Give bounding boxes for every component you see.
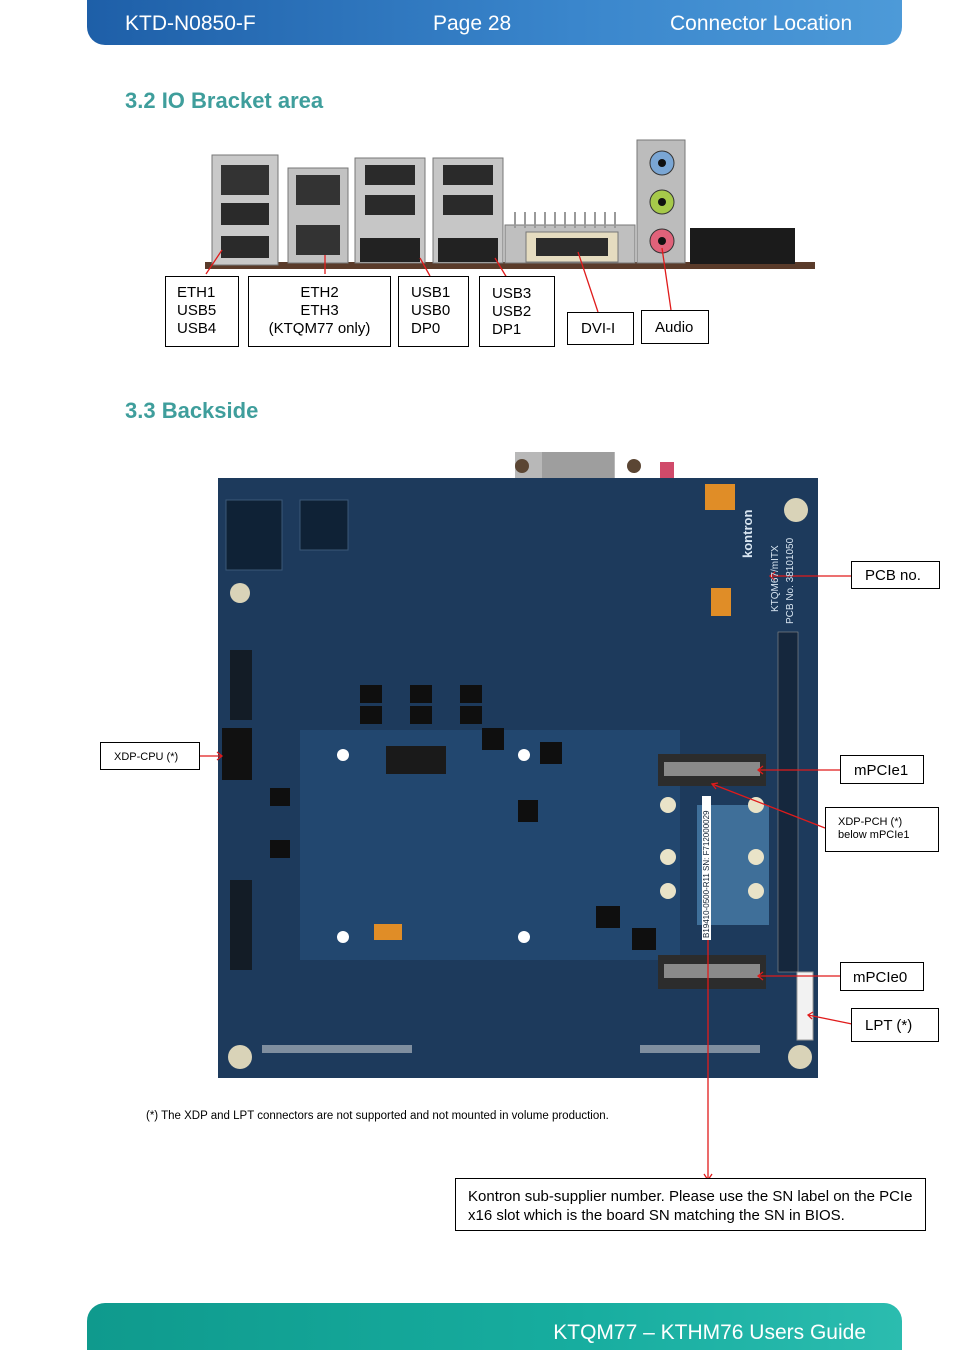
board-model: KTQM67/mITX bbox=[770, 545, 781, 612]
doc-number: KTD-N0850-F bbox=[125, 12, 256, 35]
page-header: KTD-N0850-F Page 28 Connector Location bbox=[87, 0, 902, 45]
footnote: (*) The XDP and LPT connectors are not s… bbox=[146, 1110, 609, 1122]
back-label-pcb-text: PCB no. bbox=[865, 567, 921, 584]
section-title-io-bracket: 3.2 IO Bracket area bbox=[125, 88, 324, 113]
sn-note-box: Kontron sub-supplier number. Please use … bbox=[455, 1178, 926, 1231]
back-label-xdp-cpu-text: XDP-CPU (*) bbox=[114, 751, 179, 763]
board-brand: kontron bbox=[740, 509, 755, 558]
page-footer: KTQM77 – KTHM76 Users Guide bbox=[87, 1303, 902, 1350]
io-label-eth1-usb5-usb4: ETH1 USB5 USB4 bbox=[165, 276, 239, 347]
back-label-mpcie1-text: mPCIe1 bbox=[854, 762, 909, 779]
back-label-xdp-pch-text: XDP-PCH (*) below mPCIe1 bbox=[838, 816, 910, 841]
page-number: Page 28 bbox=[433, 12, 512, 35]
io-label-usb1-text: USB1 USB0 DP0 bbox=[411, 284, 451, 337]
sn-note-text: Kontron sub-supplier number. Please use … bbox=[468, 1188, 913, 1224]
footer-title: KTQM77 – KTHM76 Users Guide bbox=[553, 1321, 866, 1344]
section-title-backside: 3.3 Backside bbox=[125, 398, 259, 423]
io-label-eth2-eth3: ETH2 ETH3 (KTQM77 only) bbox=[248, 276, 391, 347]
board-serial: B19410-0500-R11 SN: F712000029 bbox=[702, 796, 711, 940]
io-label-audio-text: Audio bbox=[655, 319, 694, 336]
back-label-xdp-pch: XDP-PCH (*) below mPCIe1 bbox=[825, 807, 939, 852]
back-label-pcb-no: PCB no. bbox=[851, 561, 940, 589]
io-label-dvi: DVI-I bbox=[567, 312, 634, 345]
back-label-xdp-cpu: XDP-CPU (*) bbox=[100, 742, 200, 770]
io-label-eth2-text: ETH2 ETH3 (KTQM77 only) bbox=[268, 284, 371, 337]
chapter-title: Connector Location bbox=[670, 12, 853, 35]
back-label-lpt: LPT (*) bbox=[851, 1008, 939, 1042]
io-label-usb3-usb2-dp1: USB3 USB2 DP1 bbox=[479, 276, 555, 347]
back-label-mpcie0: mPCIe0 bbox=[840, 962, 924, 991]
back-label-mpcie1: mPCIe1 bbox=[840, 755, 924, 784]
back-label-mpcie0-text: mPCIe0 bbox=[853, 969, 908, 986]
io-label-usb3-text: USB3 USB2 DP1 bbox=[492, 285, 532, 338]
io-label-usb1-usb0-dp0: USB1 USB0 DP0 bbox=[398, 276, 469, 347]
io-label-eth1-text: ETH1 USB5 USB4 bbox=[177, 284, 217, 337]
io-label-audio: Audio bbox=[641, 310, 709, 344]
board-pcb-number: PCB No. 38101050 bbox=[785, 537, 796, 624]
io-label-dvi-text: DVI-I bbox=[581, 320, 616, 337]
back-label-lpt-text: LPT (*) bbox=[865, 1017, 913, 1034]
